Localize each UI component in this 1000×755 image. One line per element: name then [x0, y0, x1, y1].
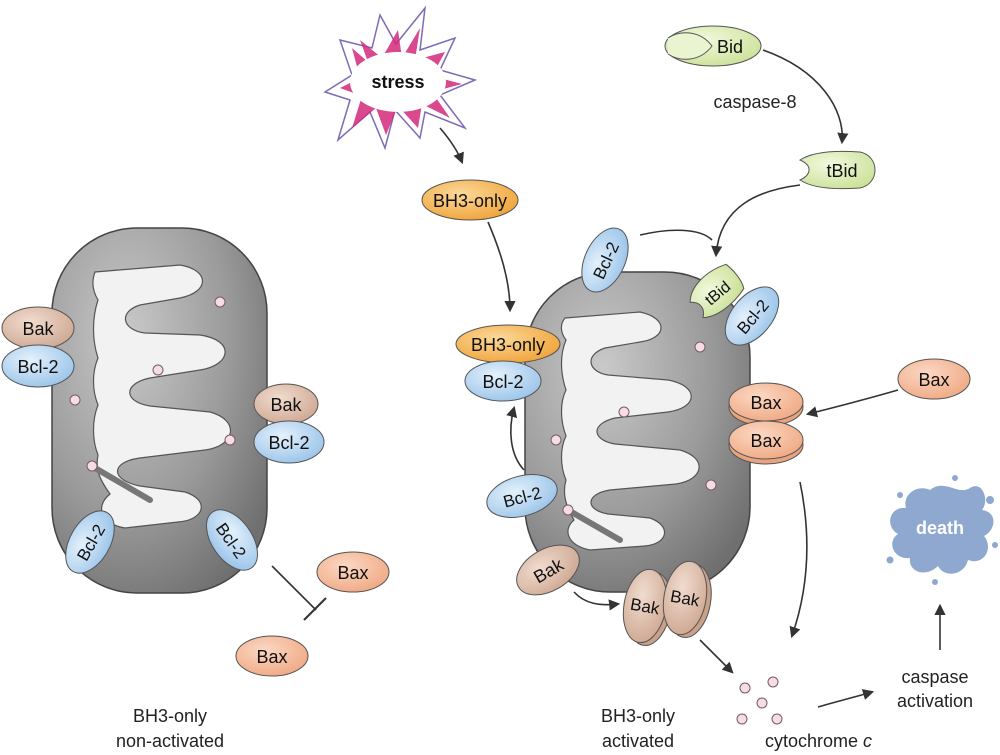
svg-text:Bcl-2: Bcl-2 [268, 433, 309, 453]
svg-text:Bcl-2: Bcl-2 [17, 357, 58, 377]
cytochrome-c-label: cytochrome c [765, 731, 872, 751]
svg-text:stress: stress [371, 72, 424, 92]
left-bcl2-4: Bcl-2 [206, 509, 258, 571]
right-mitochondrion [524, 271, 751, 593]
svg-text:tBid: tBid [826, 161, 857, 181]
right-tbid-bound: tBid [689, 263, 745, 319]
right-bcl2-free: Bcl-2 [486, 474, 558, 518]
arrow-bcl2-up [506, 405, 525, 471]
left-bcl2-1: Bcl-2 [1, 344, 75, 388]
left-caption-line2: non-activated [116, 731, 224, 751]
left-bcl2-3: Bcl-2 [65, 510, 115, 574]
bh3only-free: BH3-only [421, 179, 519, 221]
left-mitochondrion [51, 227, 268, 594]
svg-text:Bak: Bak [270, 395, 302, 415]
svg-text:Bax: Bax [918, 370, 949, 390]
arrow-bid-tbid [762, 49, 849, 145]
arrow-bak-oligomer [573, 591, 621, 611]
svg-text:Bax: Bax [256, 647, 287, 667]
arrow-bax-cytochrome [789, 481, 808, 639]
left-cristae [92, 264, 231, 529]
svg-text:Bax: Bax [337, 563, 368, 583]
svg-text:Bax: Bax [750, 393, 781, 413]
svg-text:Bax: Bax [750, 431, 781, 451]
bid: Bid [664, 25, 762, 67]
stress-burst: stress [323, 5, 478, 151]
tbid: tBid [798, 150, 876, 190]
svg-text:Bid: Bid [717, 37, 743, 57]
bak-oligomer-1: Bak [622, 568, 672, 646]
arrow-bcl2-tbid [639, 229, 713, 241]
caspase-label: caspase [901, 667, 968, 687]
left-bax-2: Bax [235, 635, 309, 677]
right-caption-line1: BH3-only [601, 706, 675, 726]
right-bcl2-with-bh3: Bcl-2 [464, 360, 542, 402]
activation-label: activation [897, 691, 973, 711]
right-cristae [560, 311, 700, 551]
death-splat: death [886, 475, 998, 585]
right-caption-line2: activated [602, 731, 674, 751]
cytochrome-c-dots [736, 676, 783, 725]
arrow-bh3-down [487, 221, 516, 313]
left-bax-1: Bax [316, 551, 390, 593]
arrow-bax-oligomer [805, 389, 899, 418]
svg-text:BH3-only: BH3-only [433, 191, 507, 211]
svg-text:Bak: Bak [22, 319, 54, 339]
left-bak-2: Bak [253, 383, 319, 425]
svg-text:Bak: Bak [669, 587, 702, 611]
arrow-cytochrome-caspase [817, 689, 875, 708]
arrow-bak-cytochrome [699, 639, 734, 674]
left-bak-1: Bak [1, 306, 75, 350]
arrow-tbid-mito [711, 184, 801, 258]
left-bcl2-2: Bcl-2 [253, 420, 325, 464]
caspase8-label: caspase-8 [713, 92, 796, 112]
svg-text:death: death [916, 518, 964, 538]
bak-free-right: Bak [516, 544, 580, 596]
bax-oligomer-2: Bax [728, 420, 804, 465]
svg-text:Bak: Bak [629, 595, 662, 619]
left-caption-line1: BH3-only [133, 706, 207, 726]
arrow-stress-bh3 [439, 127, 464, 165]
bak-oligomer-2: Bak [662, 560, 712, 638]
svg-text:BH3-only: BH3-only [471, 335, 545, 355]
bax-oligomer-1: Bax [728, 382, 804, 427]
right-bh3only-bound: BH3-only [455, 324, 561, 364]
bax-free-right: Bax [897, 358, 971, 400]
inhibition-line [271, 565, 327, 621]
svg-text:Bcl-2: Bcl-2 [482, 372, 523, 392]
right-bcl2-top: Bcl-2 [581, 227, 629, 293]
